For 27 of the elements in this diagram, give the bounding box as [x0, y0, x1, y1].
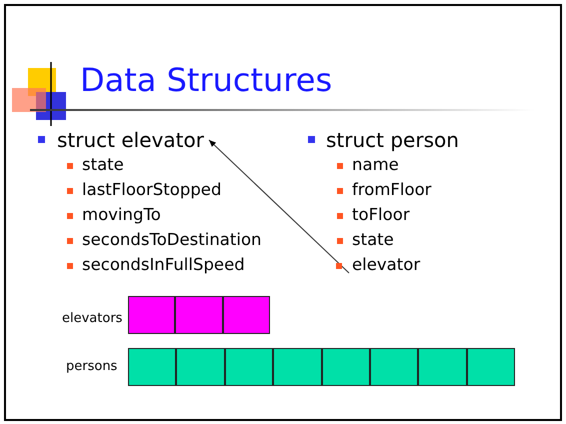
row-label: elevators [62, 312, 122, 325]
field-name: toFloor [352, 207, 410, 224]
array-cell [222, 296, 270, 334]
struct-name: struct elevator [57, 130, 207, 150]
array-cell [466, 348, 516, 386]
field-name: struct person [326, 130, 459, 150]
array-cell [128, 348, 176, 386]
field-name: state [352, 232, 394, 248]
array-cell [128, 296, 176, 334]
array-cell [224, 348, 274, 386]
field-name: movingTo [82, 207, 161, 224]
field-name: state [82, 157, 124, 174]
array-cell [370, 348, 418, 386]
field-name: elevator [352, 257, 422, 274]
array-cell [418, 348, 467, 386]
array-cell [322, 348, 370, 386]
field-name: fromFloor [352, 182, 432, 198]
slide-title: Data Structures [80, 64, 332, 96]
arrow [208, 140, 350, 274]
field-name: secondsInFullSpeed [82, 257, 245, 274]
array-cell [175, 296, 223, 334]
array-cell [176, 348, 225, 386]
field-name: secondsToDestination [82, 232, 262, 248]
array-cell [273, 348, 322, 386]
field-name: name [352, 157, 399, 174]
row-label: persons [66, 360, 118, 373]
field-name: lastFloorStopped [82, 182, 222, 198]
